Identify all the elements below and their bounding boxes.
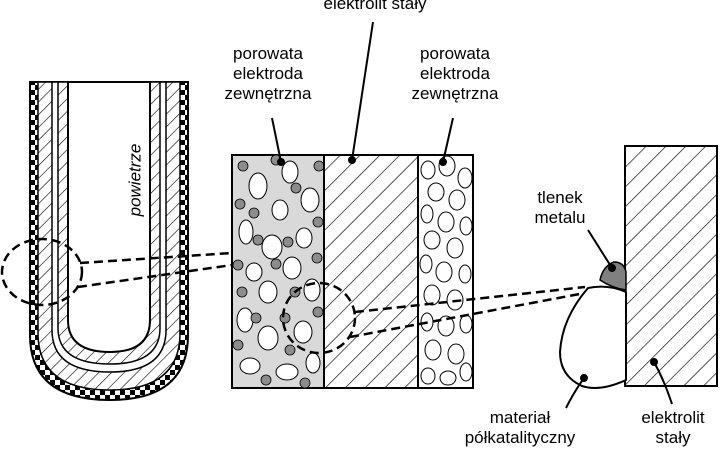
middle-cross-section [231,154,586,389]
air-cavity [67,81,151,354]
label-line: porowata [233,44,303,63]
label-line: elektroda [233,64,303,83]
solid-electrolyte-slab [624,145,718,387]
label-line: tlenek [537,188,583,207]
label-solid-electrolyte-top: elektrolit stały [323,0,427,13]
semicatalytic-particle [558,285,627,389]
tube-sensor [0,81,233,402]
label-metal-oxide: tlenek metalu [520,188,600,228]
label-porous-electrode-right: porowata elektroda zewnętrzna [395,44,515,104]
label-line: zewnętrzna [224,84,312,103]
label-line: materiał [489,408,551,427]
triple-phase-detail [558,145,718,389]
label-line: elektroda [420,64,490,83]
label-semicatalytic-material: materiał półkatalityczny [440,408,600,448]
zoom-circle-tube [0,237,84,307]
porous-particles-right [419,155,473,386]
zoom-circle-interface [281,281,357,355]
metal-oxide-blob [599,261,627,291]
label-line: stały [655,428,691,447]
label-line: półkatalityczny [464,428,576,447]
label-line: porowata [420,44,490,63]
leader-lines [271,21,673,409]
solid-electrolyte-block [323,154,419,389]
label-line: zewnętrzna [411,84,499,103]
label-solid-electrolyte-bottom: elektrolit stały [628,408,718,448]
label-porous-electrode-left: porowata elektroda zewnętrzna [208,44,328,104]
label-line: elektrolit [641,408,705,427]
label-line: metalu [534,208,586,227]
label-air: powietrze [125,143,145,217]
porous-particles-left [232,155,324,388]
